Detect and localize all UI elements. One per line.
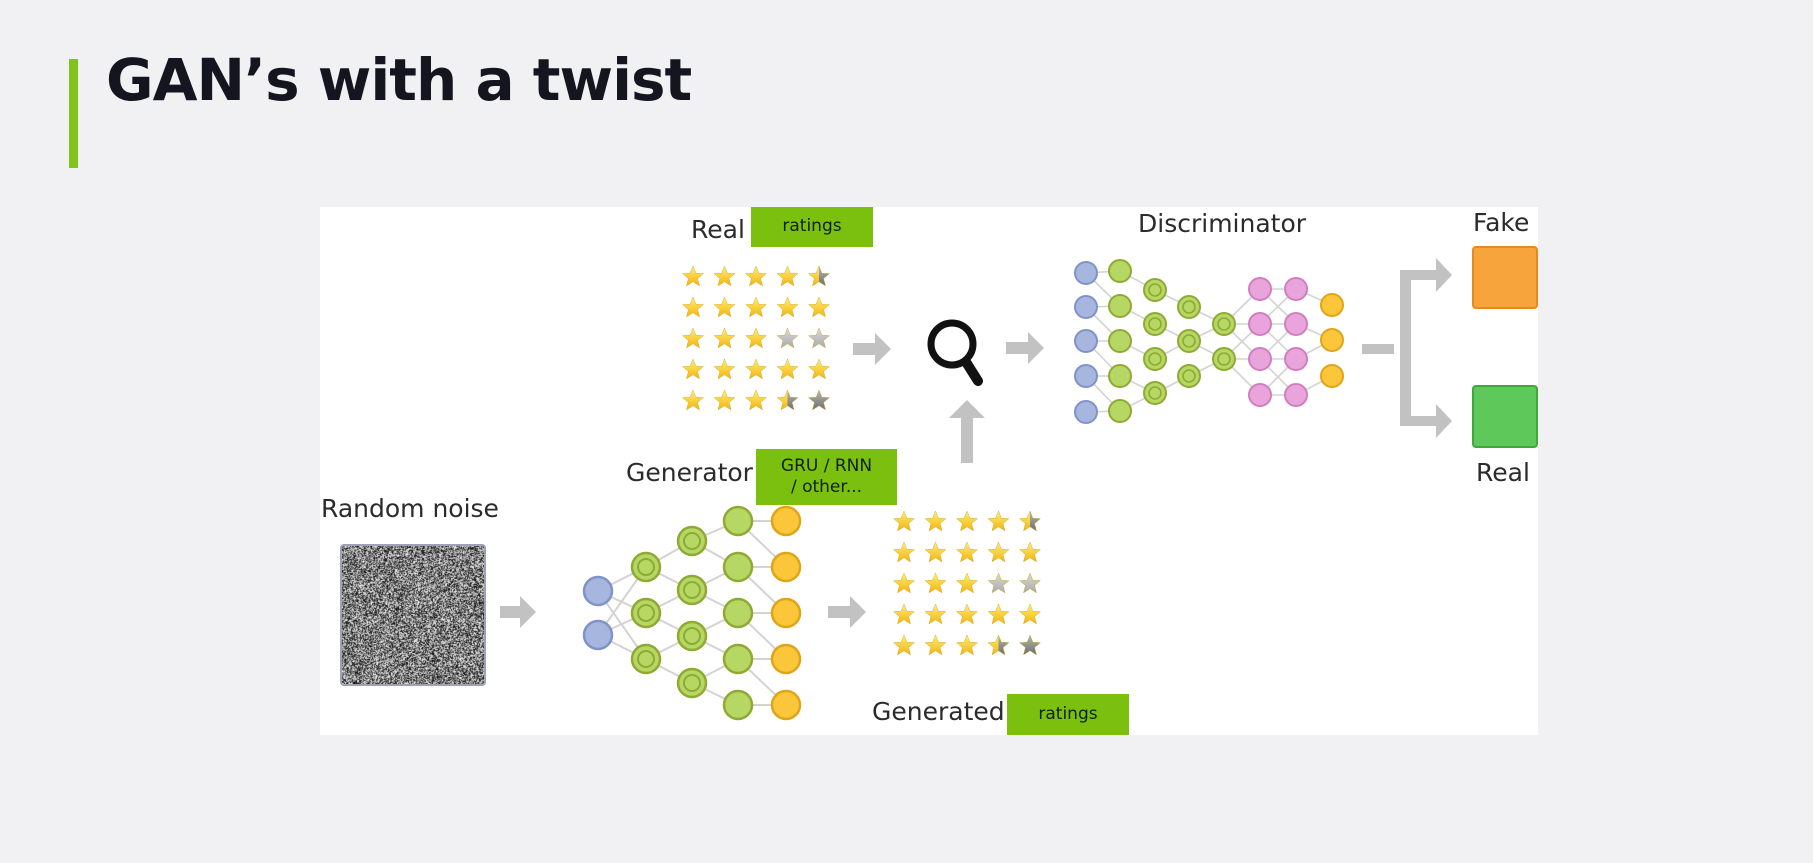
generator-type-tag: GRU / RNN / other... bbox=[756, 449, 897, 505]
star-icon bbox=[808, 296, 830, 318]
star-icon bbox=[893, 603, 915, 625]
star-icon bbox=[682, 327, 704, 349]
star-icon bbox=[893, 510, 915, 532]
generator-type-line2: / other... bbox=[790, 477, 863, 497]
star-icon bbox=[893, 541, 915, 563]
generated-label: Generated bbox=[872, 697, 1005, 726]
star-icon bbox=[682, 265, 704, 287]
real-output-box bbox=[1472, 385, 1538, 448]
discriminator-nodes bbox=[1074, 259, 1344, 424]
star-icon bbox=[713, 265, 736, 287]
magnifier-icon bbox=[927, 319, 983, 386]
star-icon bbox=[713, 327, 736, 349]
star-icon bbox=[808, 265, 830, 287]
star-icon bbox=[893, 634, 915, 656]
star-icon bbox=[1019, 541, 1041, 563]
diagram-drawing bbox=[500, 258, 1452, 721]
arrow-right-icon bbox=[828, 596, 866, 628]
star-icon bbox=[987, 572, 1010, 594]
arrow-right-icon bbox=[500, 596, 536, 628]
star-icon bbox=[956, 572, 978, 594]
arrow-right-icon bbox=[853, 333, 891, 365]
star-icon bbox=[682, 358, 704, 380]
star-icon bbox=[808, 389, 830, 411]
real-output-label: Real bbox=[1476, 458, 1530, 487]
generated-ratings-stars bbox=[893, 510, 1041, 656]
star-icon bbox=[924, 510, 947, 532]
star-icon bbox=[776, 358, 799, 380]
star-icon bbox=[808, 327, 830, 349]
fork-arrow-icon bbox=[1362, 258, 1452, 438]
star-icon bbox=[745, 296, 767, 318]
star-icon bbox=[956, 510, 978, 532]
star-icon bbox=[745, 327, 767, 349]
star-icon bbox=[745, 265, 767, 287]
real-label: Real bbox=[691, 215, 745, 244]
generator-label: Generator bbox=[626, 458, 753, 487]
star-icon bbox=[745, 389, 767, 411]
star-icon bbox=[987, 634, 1010, 656]
star-icon bbox=[987, 510, 1010, 532]
arrow-up-icon bbox=[949, 400, 985, 463]
star-icon bbox=[776, 296, 799, 318]
star-icon bbox=[682, 389, 704, 411]
star-icon bbox=[1019, 510, 1041, 532]
real-ratings-stars bbox=[682, 265, 830, 411]
generated-ratings-tag: ratings bbox=[1007, 694, 1129, 735]
gan-diagram: Real ratings Discriminator Fake Real Gen… bbox=[320, 207, 1538, 735]
star-icon bbox=[808, 358, 830, 380]
star-icon bbox=[924, 541, 947, 563]
star-icon bbox=[713, 296, 736, 318]
star-icon bbox=[956, 541, 978, 563]
fake-output-label: Fake bbox=[1473, 208, 1530, 237]
star-icon bbox=[713, 358, 736, 380]
star-icon bbox=[924, 603, 947, 625]
star-icon bbox=[1019, 634, 1041, 656]
fake-output-box bbox=[1472, 246, 1538, 309]
star-icon bbox=[776, 327, 799, 349]
star-icon bbox=[987, 603, 1010, 625]
star-icon bbox=[682, 296, 704, 318]
star-icon bbox=[713, 389, 736, 411]
star-icon bbox=[987, 541, 1010, 563]
star-icon bbox=[776, 389, 799, 411]
random-noise-label: Random noise bbox=[321, 494, 499, 523]
arrow-right-icon bbox=[1006, 332, 1044, 364]
star-icon bbox=[776, 265, 799, 287]
title-accent-bar bbox=[69, 59, 78, 168]
generator-type-line1: GRU / RNN bbox=[780, 455, 873, 476]
star-icon bbox=[956, 634, 978, 656]
star-icon bbox=[1019, 572, 1041, 594]
star-icon bbox=[956, 603, 978, 625]
star-icon bbox=[745, 358, 767, 380]
generator-nodes bbox=[582, 505, 802, 721]
star-icon bbox=[1019, 603, 1041, 625]
discriminator-label: Discriminator bbox=[1138, 209, 1307, 238]
star-icon bbox=[893, 572, 915, 594]
star-icon bbox=[924, 572, 947, 594]
random-noise-image bbox=[340, 544, 486, 686]
star-icon bbox=[924, 634, 947, 656]
slide-title: GAN’s with a twist bbox=[106, 46, 692, 114]
real-ratings-tag: ratings bbox=[751, 207, 873, 247]
